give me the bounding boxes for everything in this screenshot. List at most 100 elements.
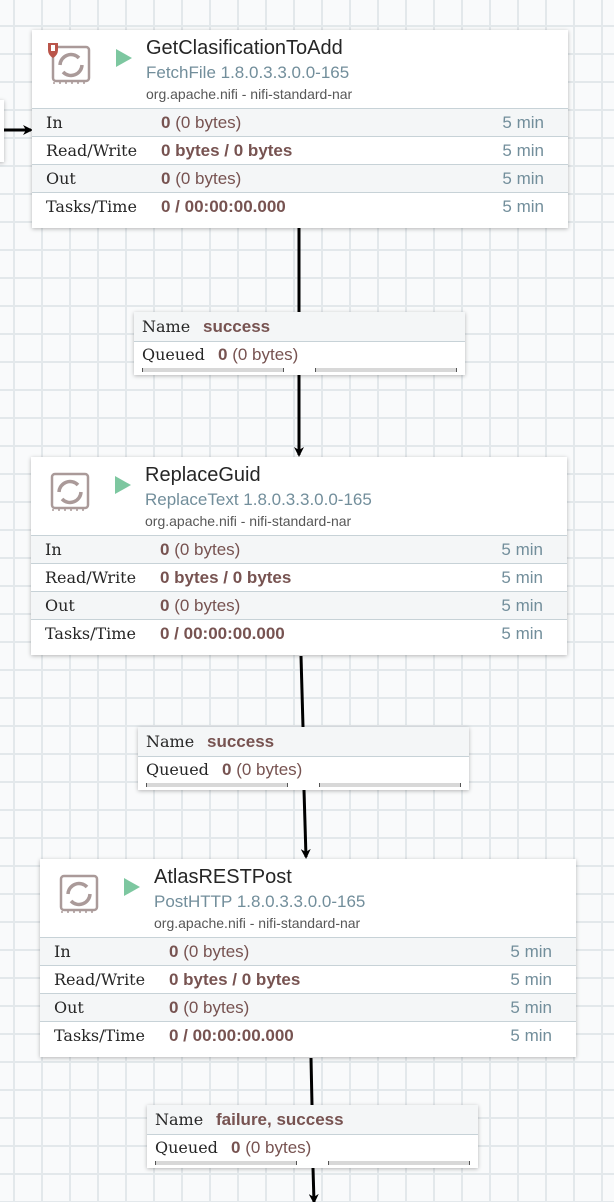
stat-row-tasks-time: Tasks/Time 0 / 00:00:00.000 5 min xyxy=(31,619,567,647)
backpressure-size-bar xyxy=(315,368,457,372)
connection-name-value: failure, success xyxy=(216,1110,344,1129)
connection-name-row: Name failure, success xyxy=(147,1105,478,1135)
stat-label: Read/Write xyxy=(54,970,146,989)
stat-value: 0 / 00:00:00.000 xyxy=(169,1026,294,1045)
stat-row-tasks-time: Tasks/Time 0 / 00:00:00.000 5 min xyxy=(40,1021,576,1049)
stat-row-out: Out 0 (0 bytes) 5 min xyxy=(31,591,567,619)
processor-bundle: org.apache.nifi - nifi-standard-nar xyxy=(146,86,353,102)
stat-window: 5 min xyxy=(501,568,543,587)
stat-value: 0 bytes / 0 bytes xyxy=(161,141,293,160)
processor-stats: In 0 (0 bytes) 5 min Read/Write 0 bytes … xyxy=(40,937,576,1049)
connection-name-value: success xyxy=(203,317,271,336)
processor-name: GetClasificationToAdd xyxy=(146,37,343,59)
stat-value: 0 bytes / 0 bytes xyxy=(169,970,301,989)
processor-bundle: org.apache.nifi - nifi-standard-nar xyxy=(145,513,352,529)
stat-window: 5 min xyxy=(510,1026,552,1045)
stat-row-in: In 0 (0 bytes) 5 min xyxy=(31,535,567,563)
stat-value: 0 (0 bytes) xyxy=(169,998,250,1017)
stat-window: 5 min xyxy=(510,942,552,961)
stat-window: 5 min xyxy=(501,540,543,559)
processor-name: AtlasRESTPost xyxy=(154,866,292,888)
stat-label: Out xyxy=(46,169,76,188)
stat-label: Tasks/Time xyxy=(54,1026,145,1045)
stat-row-read-write: Read/Write 0 bytes / 0 bytes 5 min xyxy=(32,136,568,164)
stat-value: 0 (0 bytes) xyxy=(160,540,241,559)
backpressure-count-bar xyxy=(155,1161,297,1165)
stat-window: 5 min xyxy=(502,169,544,188)
stat-row-read-write: Read/Write 0 bytes / 0 bytes 5 min xyxy=(40,965,576,993)
connection-queued-value: 0 (0 bytes) xyxy=(231,1138,312,1157)
processor-header: GetClasificationToAdd FetchFile 1.8.0.3.… xyxy=(32,30,568,108)
connection-queued-row: Queued 0 (0 bytes) xyxy=(134,342,465,368)
backpressure-size-bar xyxy=(328,1161,470,1165)
stat-value: 0 (0 bytes) xyxy=(169,942,250,961)
connection-name-label: Name xyxy=(146,732,195,751)
stat-label: Out xyxy=(54,998,84,1017)
processor-header: AtlasRESTPost PostHTTP 1.8.0.3.3.0.0-165… xyxy=(40,859,576,937)
stat-value: 0 bytes / 0 bytes xyxy=(160,568,292,587)
stat-label: Out xyxy=(45,596,75,615)
connection-queued-label: Queued xyxy=(146,760,209,779)
backpressure-size-bar xyxy=(319,783,461,787)
connection-label-failure-success[interactable]: Name failure, success Queued 0 (0 bytes) xyxy=(147,1105,478,1168)
backpressure-count-bar xyxy=(146,783,288,787)
stat-value: 0 (0 bytes) xyxy=(161,169,242,188)
backpressure-count-bar xyxy=(142,368,284,372)
stat-window: 5 min xyxy=(510,970,552,989)
processor-type: ReplaceText 1.8.0.3.3.0.0-165 xyxy=(145,490,372,509)
stat-row-in: In 0 (0 bytes) 5 min xyxy=(40,937,576,965)
stat-value: 0 (0 bytes) xyxy=(161,113,242,132)
connection-label-success-2[interactable]: Name success Queued 0 (0 bytes) xyxy=(138,727,469,790)
connection-name-label: Name xyxy=(142,317,191,336)
stat-window: 5 min xyxy=(502,197,544,216)
stat-window: 5 min xyxy=(510,998,552,1017)
processor-bundle: org.apache.nifi - nifi-standard-nar xyxy=(154,915,361,931)
run-status-stopped-icon xyxy=(115,476,131,494)
processor-name: ReplaceGuid xyxy=(145,464,261,486)
processor-icon xyxy=(59,874,99,913)
connection-line-2b[interactable] xyxy=(300,789,311,859)
connection-queued-row: Queued 0 (0 bytes) xyxy=(147,1135,478,1161)
stat-window: 5 min xyxy=(502,113,544,132)
stat-row-out: Out 0 (0 bytes) 5 min xyxy=(32,164,568,192)
processor-getclasificationtoadd[interactable]: GetClasificationToAdd FetchFile 1.8.0.3.… xyxy=(32,30,568,228)
run-status-stopped-icon xyxy=(124,878,140,896)
connection-queued-row: Queued 0 (0 bytes) xyxy=(138,757,469,783)
processor-type: FetchFile 1.8.0.3.3.0.0-165 xyxy=(146,63,350,82)
stat-value: 0 (0 bytes) xyxy=(160,596,241,615)
stat-label: Read/Write xyxy=(45,568,137,587)
connection-line-3b[interactable] xyxy=(308,1167,319,1202)
connection-queued-label: Queued xyxy=(142,345,205,364)
connection-label-success[interactable]: Name success Queued 0 (0 bytes) xyxy=(134,312,465,375)
offscreen-component[interactable] xyxy=(0,100,4,162)
stat-row-read-write: Read/Write 0 bytes / 0 bytes 5 min xyxy=(31,563,567,591)
connection-line-3a[interactable] xyxy=(309,1057,314,1106)
processor-replaceguid[interactable]: ReplaceGuid ReplaceText 1.8.0.3.3.0.0-16… xyxy=(31,457,567,655)
stat-window: 5 min xyxy=(502,141,544,160)
stat-label: In xyxy=(45,540,62,559)
stat-window: 5 min xyxy=(501,596,543,615)
processor-stats: In 0 (0 bytes) 5 min Read/Write 0 bytes … xyxy=(31,535,567,647)
stat-value: 0 / 00:00:00.000 xyxy=(160,624,285,643)
connection-line-2a[interactable] xyxy=(299,655,305,728)
stat-label: Read/Write xyxy=(46,141,138,160)
stat-label: In xyxy=(54,942,71,961)
run-status-stopped-icon xyxy=(116,49,132,67)
stat-label: Tasks/Time xyxy=(46,197,137,216)
processor-icon xyxy=(48,43,91,84)
stat-value: 0 / 00:00:00.000 xyxy=(161,197,286,216)
stat-row-out: Out 0 (0 bytes) 5 min xyxy=(40,993,576,1021)
processor-atlasrestpost[interactable]: AtlasRESTPost PostHTTP 1.8.0.3.3.0.0-165… xyxy=(40,859,576,1057)
connection-name-row: Name success xyxy=(134,312,465,342)
processor-header: ReplaceGuid ReplaceText 1.8.0.3.3.0.0-16… xyxy=(31,457,567,535)
stat-row-in: In 0 (0 bytes) 5 min xyxy=(32,108,568,136)
connection-queued-label: Queued xyxy=(155,1138,218,1157)
connection-name-value: success xyxy=(207,732,275,751)
connection-queued-value: 0 (0 bytes) xyxy=(222,760,303,779)
connection-queued-value: 0 (0 bytes) xyxy=(218,345,299,364)
connection-name-label: Name xyxy=(155,1110,204,1129)
stat-label: Tasks/Time xyxy=(45,624,136,643)
processor-type: PostHTTP 1.8.0.3.3.0.0-165 xyxy=(154,892,366,911)
